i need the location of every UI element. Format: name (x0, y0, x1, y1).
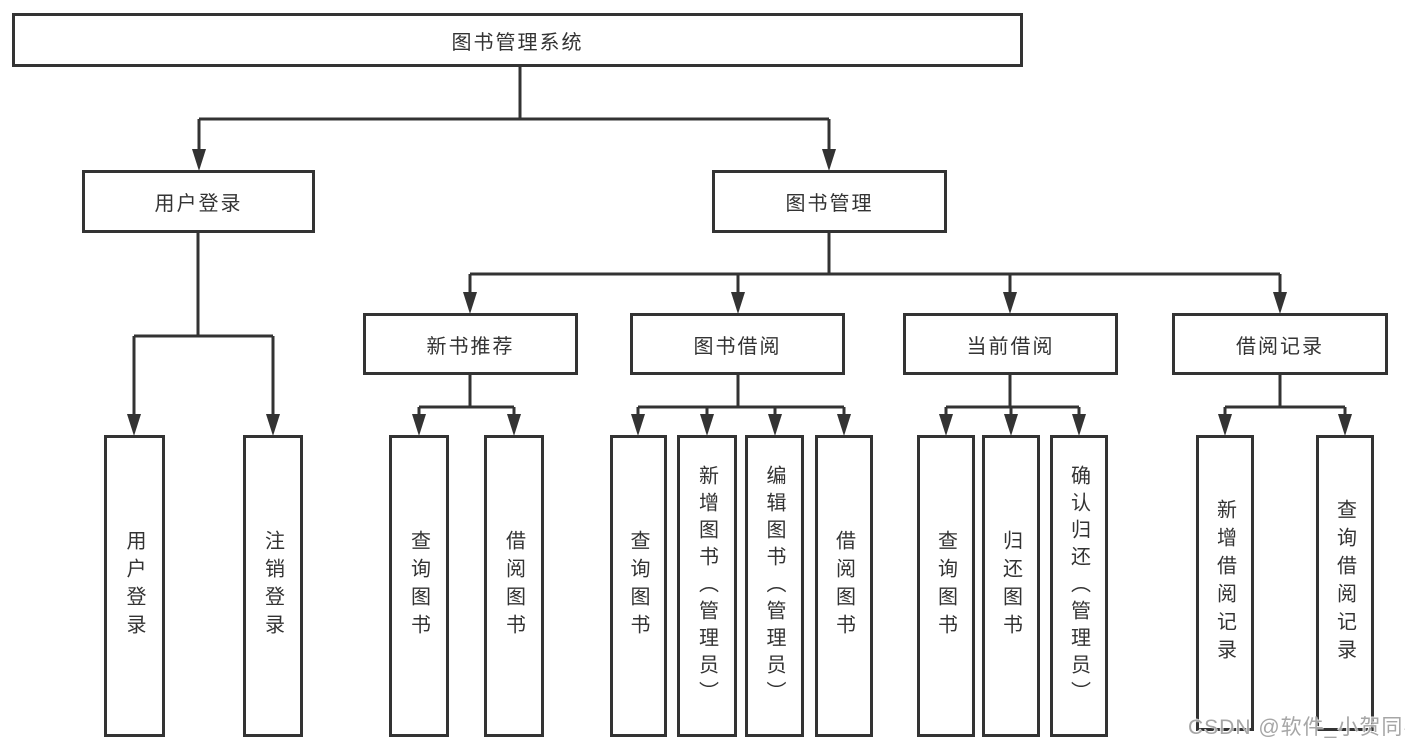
leaf-add-book-admin: 新增图书（管理员） (677, 435, 737, 737)
leaf-add-borrow-record: 新增借阅记录 (1196, 435, 1254, 731)
leaf-confirm-return-admin: 确认归还（管理员） (1050, 435, 1108, 737)
node-label: 借阅图书 (502, 530, 525, 642)
node-book-borrow: 图书借阅 (630, 313, 845, 375)
node-label: 新增图书（管理员） (695, 464, 718, 708)
node-root-system: 图书管理系统 (12, 13, 1023, 67)
node-label: 查询图书 (627, 530, 649, 642)
node-label: 确认归还（管理员） (1067, 464, 1090, 708)
node-borrow-record: 借阅记录 (1172, 313, 1388, 375)
leaf-user-login: 用户登录 (104, 435, 165, 737)
node-label: 用户登录 (123, 530, 145, 642)
node-label: 当前借阅 (966, 335, 1055, 358)
node-label: 新增借阅记录 (1213, 499, 1236, 667)
leaf-borrow-book: 借阅图书 (815, 435, 873, 737)
node-label: 用户登录 (154, 193, 243, 215)
watermark: CSDN @软件_小贺同学 (1188, 716, 1405, 739)
node-label: 查询借阅记录 (1333, 499, 1356, 667)
leaf-query-book-borrow: 查询图书 (610, 435, 667, 737)
node-book-management: 图书管理 (712, 170, 947, 233)
node-user-login: 用户登录 (82, 170, 315, 233)
leaf-query-borrow-record: 查询借阅记录 (1316, 435, 1374, 731)
leaf-borrow-book-recommend: 借阅图书 (484, 435, 544, 737)
node-current-borrow: 当前借阅 (903, 313, 1118, 375)
node-label: 图书管理系统 (451, 31, 584, 54)
leaf-return-book: 归还图书 (982, 435, 1040, 737)
node-label: 注销登录 (261, 530, 284, 642)
node-label: 图书借阅 (693, 335, 782, 358)
node-new-book-recommend: 新书推荐 (363, 313, 578, 375)
node-label: 借阅记录 (1236, 335, 1324, 358)
node-label: 查询图书 (934, 530, 957, 642)
node-label: 新书推荐 (426, 335, 515, 358)
node-label: 查询图书 (407, 530, 430, 642)
node-label: 图书管理 (785, 193, 874, 215)
node-label: 借阅图书 (832, 530, 855, 642)
node-label: 归还图书 (999, 530, 1022, 642)
leaf-edit-book-admin: 编辑图书（管理员） (745, 435, 804, 737)
leaf-query-book-recommend: 查询图书 (389, 435, 449, 737)
leaf-logout: 注销登录 (243, 435, 303, 737)
node-label: 编辑图书（管理员） (763, 464, 785, 708)
leaf-query-book-current: 查询图书 (917, 435, 975, 737)
